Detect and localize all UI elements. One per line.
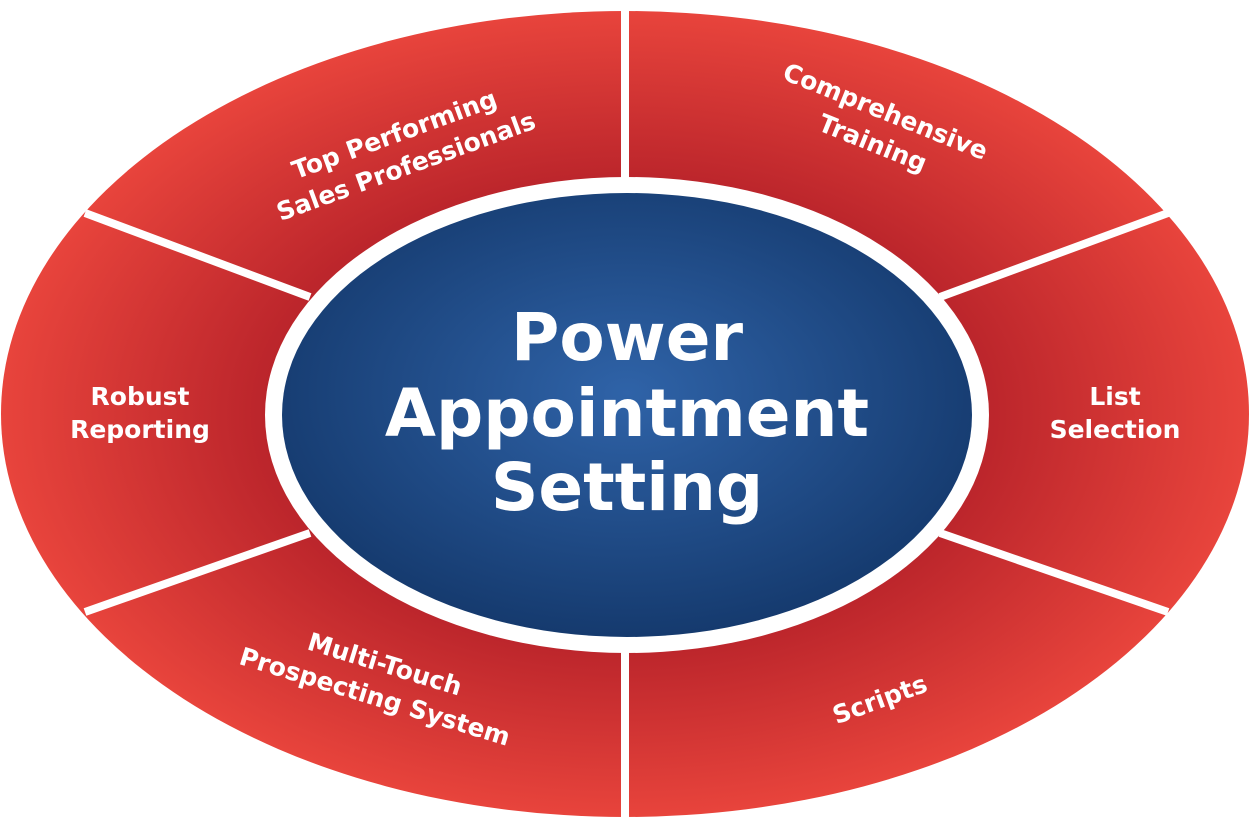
segment-dividers (83, 0, 1170, 830)
center-circle (282, 193, 972, 637)
center-title-line-1: Power (511, 299, 743, 376)
center-title-line-3: Setting (491, 449, 763, 526)
segment-label: List (1089, 382, 1140, 411)
segment-label: Reporting (70, 415, 210, 444)
segment-robust-reporting: Robust Reporting (70, 382, 210, 444)
segment-label: Robust (91, 382, 190, 411)
segment-list-selection: List Selection (1050, 382, 1181, 444)
center-title-line-2: Appointment (385, 375, 869, 452)
segment-label: Selection (1050, 415, 1181, 444)
